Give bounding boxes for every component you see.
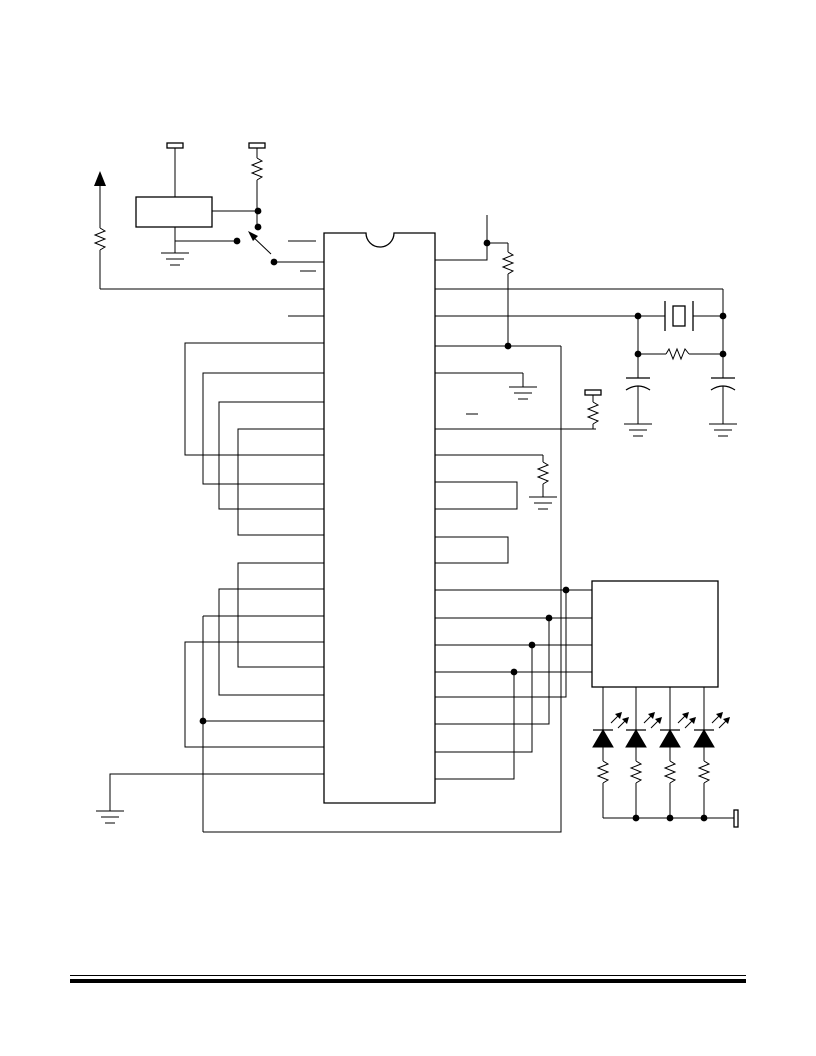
resistor-icon bbox=[697, 760, 711, 784]
led-icon bbox=[625, 729, 647, 748]
reset-switch bbox=[233, 231, 324, 266]
resistor-icon bbox=[501, 251, 515, 275]
led-icon bbox=[659, 729, 681, 748]
left-pin-wires bbox=[109, 342, 324, 832]
footer-rule-thick bbox=[70, 979, 746, 983]
supply-terminal-icon bbox=[166, 142, 184, 149]
footer-rule-thin bbox=[70, 975, 746, 976]
led-4 bbox=[693, 687, 730, 818]
crystal-icon bbox=[672, 305, 686, 327]
driver-bus bbox=[435, 586, 592, 780]
led-icon bbox=[693, 729, 715, 748]
capacitor-icon bbox=[624, 377, 652, 437]
led-icon bbox=[592, 729, 614, 748]
resistor-icon bbox=[629, 760, 643, 784]
led-3 bbox=[659, 687, 696, 818]
resistor-icon bbox=[250, 157, 264, 181]
led-common-rail bbox=[603, 809, 739, 828]
supply-terminal-icon bbox=[584, 389, 602, 396]
supply-terminal-icon bbox=[733, 809, 739, 828]
resistor-icon bbox=[665, 347, 690, 361]
led-driver bbox=[591, 580, 719, 688]
resistor-icon bbox=[596, 760, 610, 784]
pullup-resistor-top bbox=[248, 142, 266, 227]
microcontroller-dip28 bbox=[323, 232, 436, 804]
reset-module bbox=[135, 142, 258, 253]
led-2 bbox=[625, 687, 662, 818]
capacitor-icon bbox=[709, 377, 737, 437]
pullup-resistor-right bbox=[584, 389, 602, 430]
ground-icon bbox=[161, 252, 189, 266]
resistor-icon bbox=[586, 401, 600, 425]
ground-icon bbox=[96, 810, 124, 824]
led-1 bbox=[592, 687, 629, 818]
crystal bbox=[664, 301, 723, 331]
supply-terminal-icon bbox=[248, 142, 266, 149]
supply-arrow bbox=[93, 171, 324, 290]
right-pin-wires-top bbox=[435, 215, 723, 564]
ground-icon bbox=[509, 386, 537, 400]
resistor-icon bbox=[536, 461, 550, 485]
resistor-icon bbox=[663, 760, 677, 784]
return-bus bbox=[203, 346, 562, 833]
resistor-icon bbox=[93, 227, 107, 251]
arrow-up-icon bbox=[94, 171, 106, 186]
pulldown-resistor bbox=[529, 461, 557, 510]
